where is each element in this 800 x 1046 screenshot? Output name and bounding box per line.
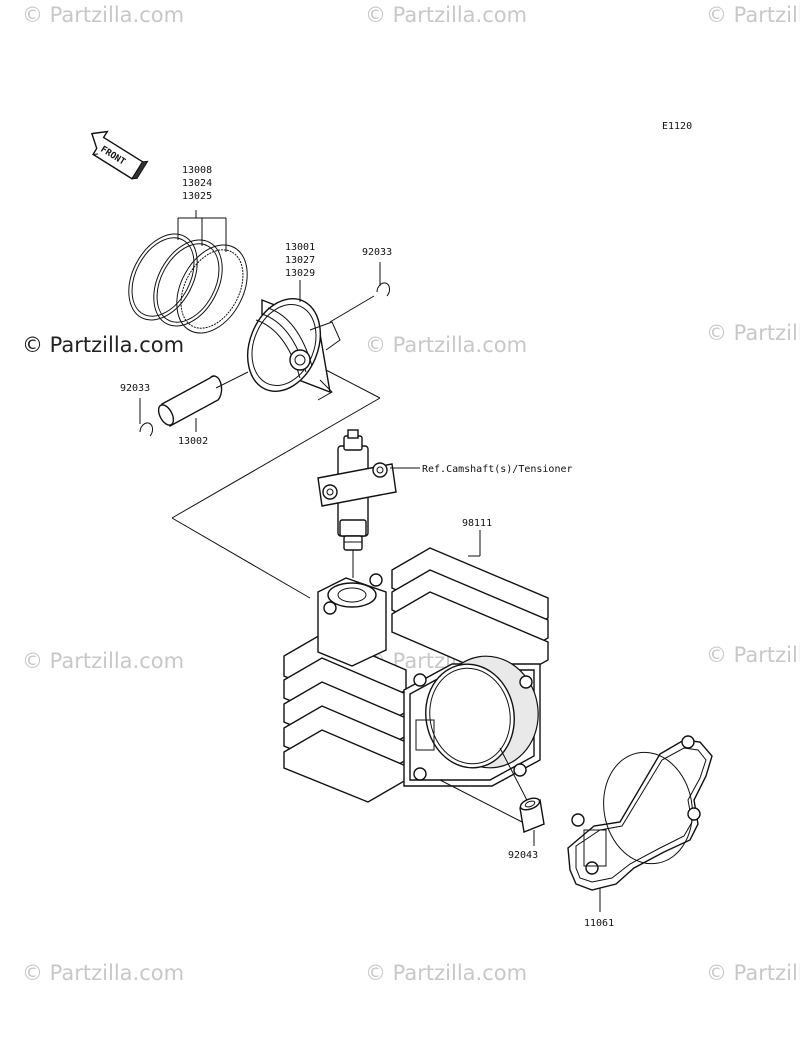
watermark: © Partzilla.com (365, 3, 527, 27)
watermark: © Partzilla.com (22, 649, 184, 673)
watermark: © Partzilla.com (706, 3, 800, 27)
leader-pin-axis-left (215, 371, 249, 389)
label-piston-pin: 13002 (178, 436, 208, 447)
label-cylinder: 98111 (462, 518, 492, 529)
label-piston-13029: 13029 (285, 268, 315, 279)
cam-chain-tensioner (317, 429, 397, 551)
front-arrow-icon: FRONT (90, 130, 149, 180)
watermark: © Partzilla.com (365, 333, 527, 357)
label-ring-13025: 13025 (182, 191, 212, 202)
label-piston-13001: 13001 (285, 242, 315, 253)
dowel-pin (519, 797, 545, 833)
watermark: © Partzilla.com (706, 961, 800, 985)
watermark: © Partzilla.com (22, 3, 184, 27)
label-gasket: 11061 (584, 918, 614, 929)
watermark: © Partzilla.com (706, 321, 800, 345)
leader-ring-set (177, 210, 227, 252)
watermark: © Partzilla.com (706, 643, 800, 667)
leader-pin-axis-right (329, 295, 375, 323)
leader-piston-to-cylinder (171, 369, 381, 599)
label-ring-13008: 13008 (182, 165, 212, 176)
diagram-code: E1120 (662, 121, 692, 132)
cylinder-block (283, 547, 549, 803)
watermark-main: © Partzilla.com (22, 333, 184, 357)
piston (247, 298, 341, 401)
label-ring-13024: 13024 (182, 178, 212, 189)
watermark: © Partzilla.com (22, 961, 184, 985)
leader-dowel-pin (439, 747, 535, 846)
watermark: © Partzilla.com (365, 961, 527, 985)
label-snap-ring-left: 92033 (120, 383, 150, 394)
label-dowel-pin: 92043 (508, 850, 538, 861)
label-snap-ring-right: 92033 (362, 247, 392, 258)
cylinder-base-gasket (567, 735, 713, 891)
piston-rings (128, 233, 248, 334)
snap-ring-right (376, 282, 391, 297)
label-tensioner-ref: Ref.Camshaft(s)/Tensioner (422, 464, 573, 475)
snap-ring-left (139, 422, 154, 437)
label-piston-13027: 13027 (285, 255, 315, 266)
piston-pin (157, 375, 223, 428)
